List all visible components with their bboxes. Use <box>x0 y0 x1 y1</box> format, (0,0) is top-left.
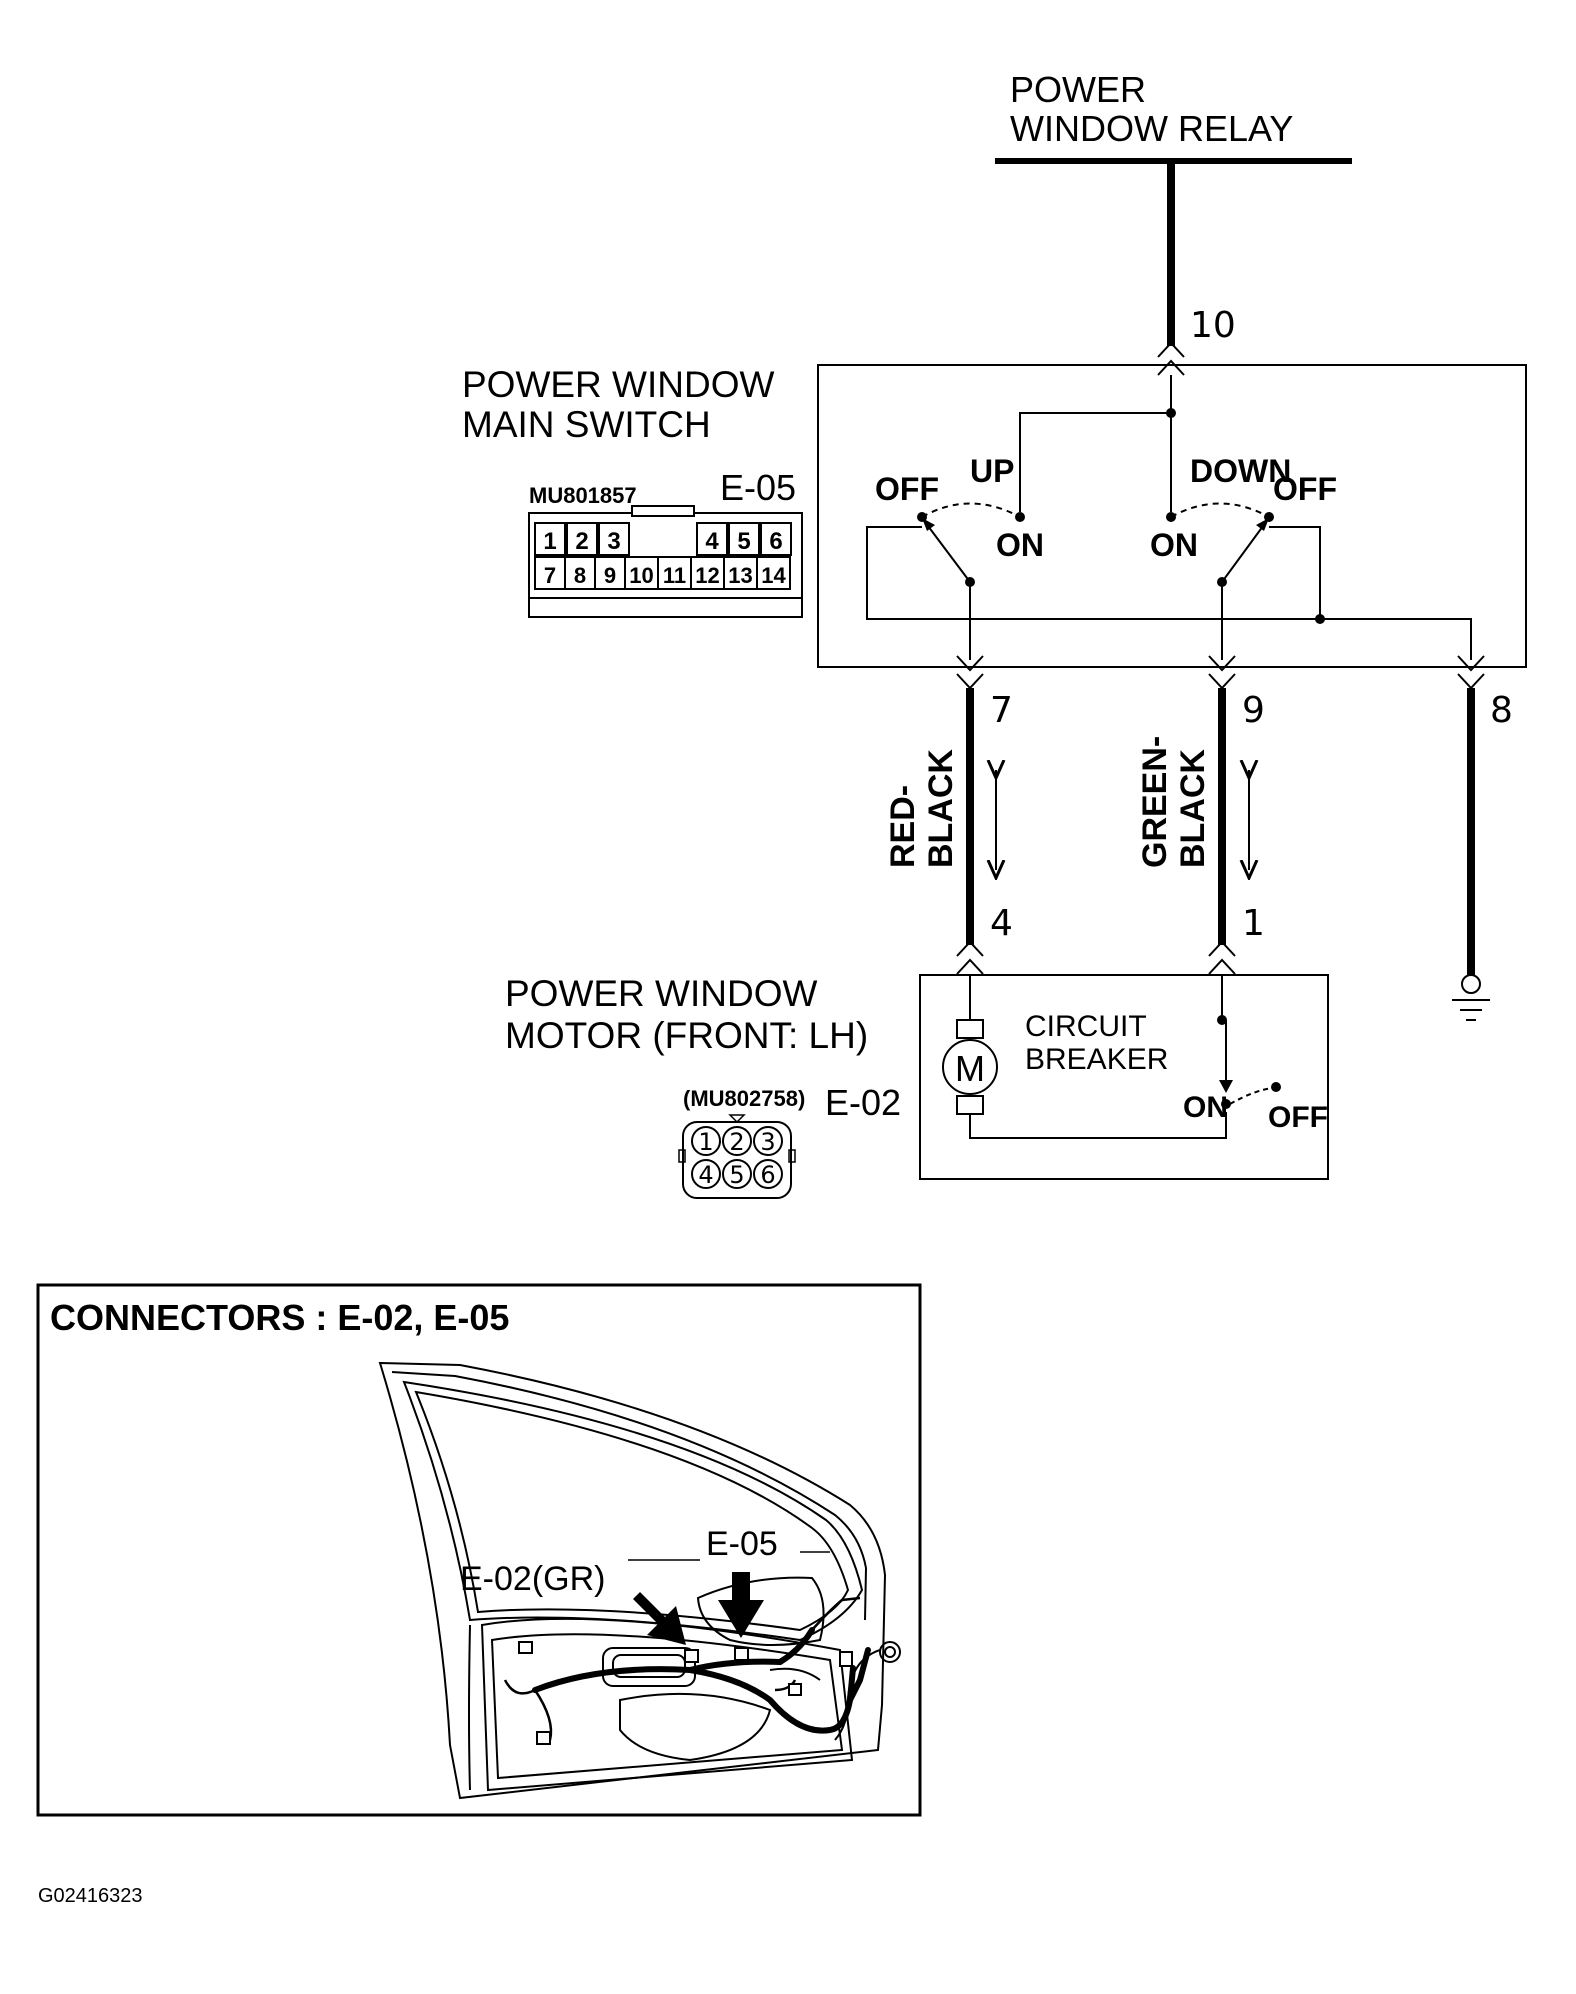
pin-9-connector-mark <box>1208 655 1236 690</box>
motor-box: POWER WINDOW MOTOR (FRONT: LH) M CIRCUIT… <box>505 973 1329 1180</box>
e05-pin-7: 7 <box>544 563 556 588</box>
main-switch-box: POWER WINDOW MAIN SWITCH UP DOWN OFF ON <box>462 364 1527 668</box>
motor-symbol-letter: M <box>955 1048 985 1089</box>
e05-pin-4: 4 <box>705 528 719 555</box>
e02-pin-1: 1 <box>698 1128 713 1156</box>
e05-pin-10: 10 <box>629 563 653 588</box>
pin-1-connector-mark <box>1208 940 1236 975</box>
breaker-label-line1: CIRCUIT <box>1025 1010 1147 1043</box>
pin-8-label: 8 <box>1490 690 1513 731</box>
e02-location-label: E-02(GR) <box>460 1560 605 1598</box>
ground-symbol <box>1452 974 1490 1021</box>
wire-color-left: RED- BLACK <box>884 749 960 868</box>
pin-9-label: 9 <box>1242 690 1265 731</box>
pin-7-connector-mark <box>956 655 984 690</box>
relay-label-line1: POWER <box>1010 69 1146 110</box>
e05-pin-14: 14 <box>761 563 786 588</box>
e02-pin-3: 3 <box>760 1128 775 1156</box>
e05-location-label: E-05 <box>706 1525 778 1563</box>
e05-pin-2: 2 <box>575 528 588 555</box>
main-switch-label-line1: POWER WINDOW <box>462 364 774 405</box>
relay-label-line2: WINDOW RELAY <box>1010 108 1293 149</box>
pin-4-label: 4 <box>990 903 1013 944</box>
motor-label-line2: MOTOR (FRONT: LH) <box>505 1015 868 1056</box>
on-left-label: ON <box>996 527 1044 563</box>
breaker-on-label: ON <box>1183 1091 1228 1124</box>
power-window-relay: POWER WINDOW RELAY <box>995 69 1352 164</box>
wire-color-right-line1: GREEN- <box>1136 736 1174 868</box>
e05-location-arrow-icon <box>718 1572 764 1638</box>
breaker-off-label: OFF <box>1268 1101 1328 1134</box>
e05-pin-1: 1 <box>543 528 556 555</box>
e05-pin-8: 8 <box>574 563 586 588</box>
on-right-label: ON <box>1150 527 1198 563</box>
e05-pin-9: 9 <box>604 563 616 588</box>
e05-pin-3: 3 <box>607 528 620 555</box>
off-right-label: OFF <box>1273 471 1337 507</box>
pin-4-connector-mark <box>956 940 984 975</box>
e02-location-arrow-icon <box>633 1592 686 1645</box>
pin-7-label: 7 <box>990 690 1013 731</box>
pin-10-connector-mark <box>1157 341 1185 376</box>
wire-color-right: GREEN- BLACK <box>1136 736 1212 868</box>
connectors-panel: CONNECTORS : E-02, E-05 <box>36 1283 922 1817</box>
e05-pin-11: 11 <box>663 563 686 588</box>
e05-pin-5: 5 <box>737 528 750 555</box>
wiring-harness <box>532 1627 871 1734</box>
connectors-panel-title: CONNECTORS : E-02, E-05 <box>50 1297 509 1338</box>
figure-id: G02416323 <box>38 1885 143 1907</box>
e05-pin-12: 12 <box>695 563 719 588</box>
e02-pin-5: 5 <box>729 1161 744 1189</box>
e02-pin-2: 2 <box>729 1128 744 1156</box>
wire-color-left-line1: RED- <box>884 785 922 868</box>
up-label: UP <box>970 453 1014 489</box>
down-label: DOWN <box>1190 453 1291 489</box>
e02-connector-id: E-02 <box>825 1082 901 1123</box>
e02-part-number: (MU802758) <box>683 1086 805 1111</box>
e05-pin-6: 6 <box>769 528 782 555</box>
motor-symbol <box>942 1039 998 1095</box>
wire-color-left-line2: BLACK <box>922 749 960 868</box>
motor-label-line1: POWER WINDOW <box>505 973 817 1014</box>
pin-8-connector-mark <box>1457 655 1485 690</box>
e05-connector-id: E-05 <box>720 467 796 508</box>
off-left-label: OFF <box>875 471 939 507</box>
e05-part-number: MU801857 <box>529 483 637 508</box>
wire-color-right-line2: BLACK <box>1174 749 1212 868</box>
connector-blocks <box>518 1641 853 1745</box>
e02-pin-6: 6 <box>760 1161 775 1189</box>
pin-1-label: 1 <box>1242 903 1265 944</box>
main-switch-label-line2: MAIN SWITCH <box>462 404 711 445</box>
e05-pin-13: 13 <box>728 563 752 588</box>
breaker-label-line2: BREAKER <box>1025 1043 1168 1076</box>
pin-10-label: 10 <box>1190 305 1236 346</box>
e02-pin-4: 4 <box>698 1161 713 1189</box>
